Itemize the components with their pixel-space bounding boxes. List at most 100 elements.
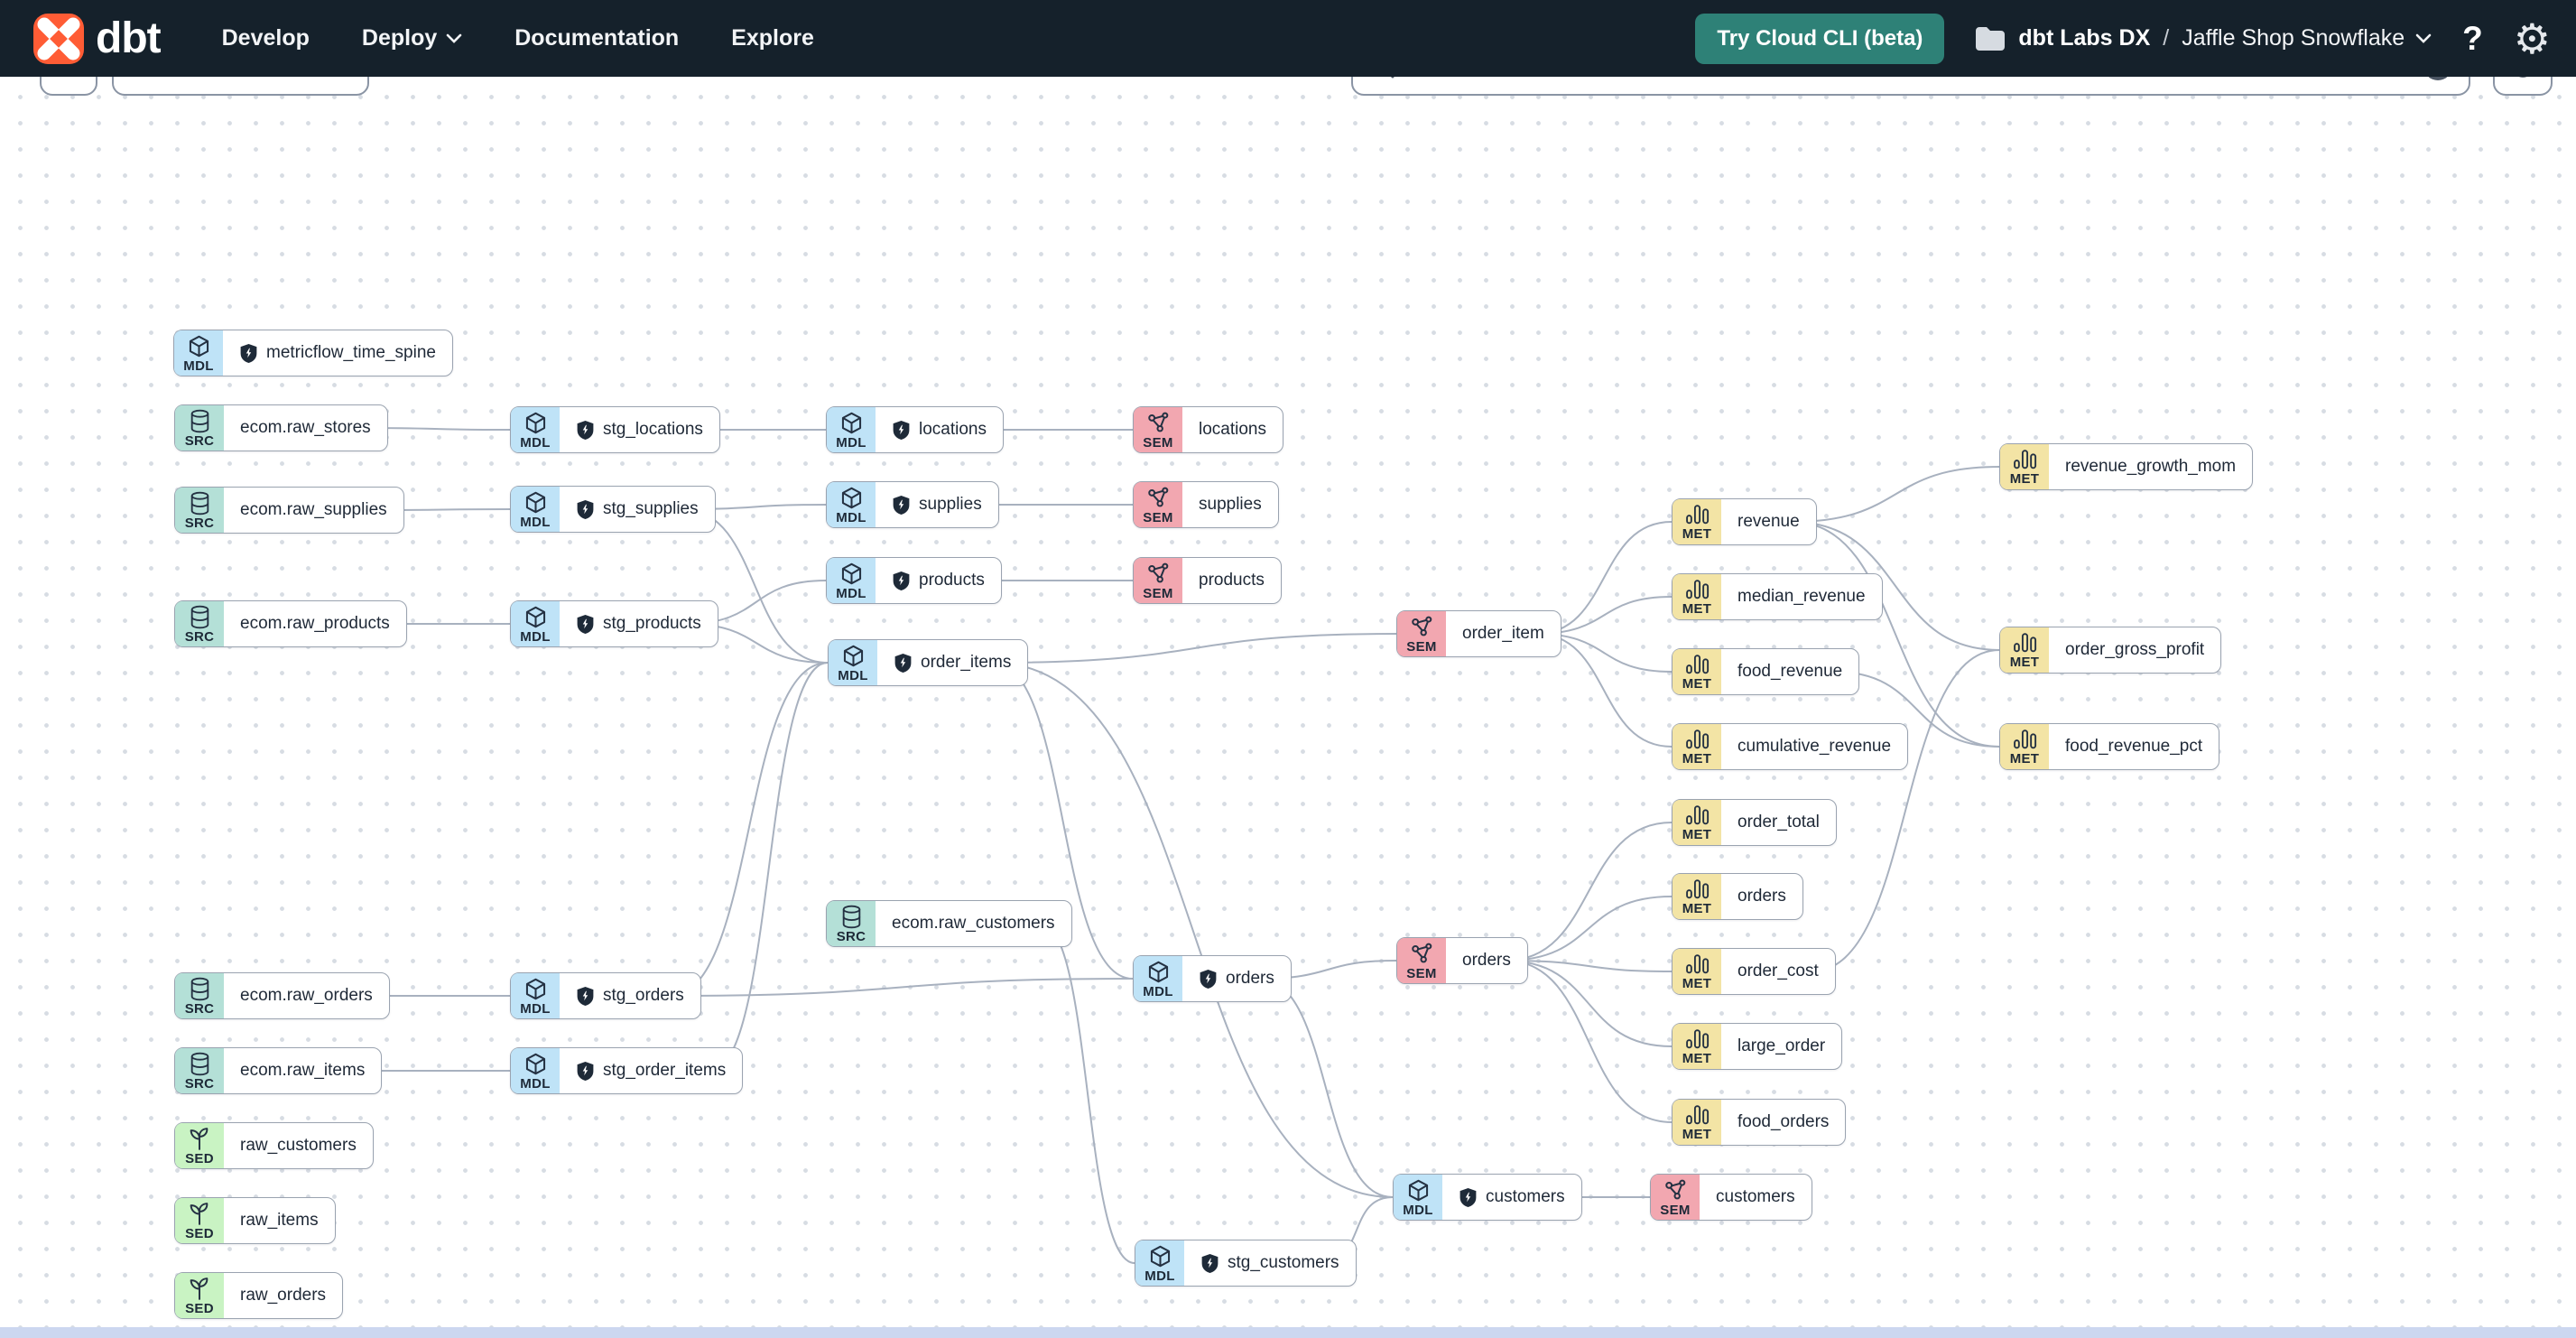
metric-bars-icon [1685,952,1710,976]
dbt-logo[interactable]: dbt [32,13,162,65]
help-icon[interactable]: ? [2462,19,2483,57]
edge-mdl_stg_order_items-to-mdl_order_items [709,662,829,1072]
metric-bars-icon [2013,631,2037,655]
node-type-badge: MDL [1394,1175,1442,1220]
shield-icon [892,420,911,441]
account-name[interactable]: dbt Labs DX [2018,25,2151,51]
project-selector[interactable]: Jaffle Shop Snowflake [2182,25,2432,51]
node-label-wrap: orders [1182,956,1291,1001]
node-type-badge: MET [1673,1100,1721,1145]
node-label-wrap: order_total [1721,800,1836,845]
graph-node-mdl_customers[interactable]: MDL customers [1393,1174,1582,1221]
edge-mdl_orders-to-mdl_customers [1258,978,1394,1198]
edge-met_revenue-to-met_food_revenue_pct [1791,521,2000,748]
edge-mdl_stg_orders-to-mdl_orders [669,978,1134,997]
graph-node-met_order_cost[interactable]: MET order_cost [1672,948,1836,995]
edge-sem_orders-to-met_food_orders [1505,960,1673,1123]
node-label: order_cost [1737,962,1819,980]
node-type-label: MDL [836,434,866,451]
node-label: supplies [919,495,982,514]
try-cloud-cli-button[interactable]: Try Cloud CLI (beta) [1695,13,1945,64]
source-database-icon [840,905,863,929]
node-type-badge: SED [175,1273,224,1318]
nav-item-develop[interactable]: Develop [221,25,310,51]
nav-item-documentation[interactable]: Documentation [514,25,680,51]
nav-item-explore[interactable]: Explore [731,25,814,51]
node-label: order_total [1737,813,1820,832]
node-type-badge: SRC [175,1048,224,1093]
chevron-down-icon [446,33,462,43]
model-cube-icon [839,562,864,586]
node-label-wrap: order_item [1446,611,1561,656]
shield-icon [239,343,258,364]
brand-wordmark: dbt [96,14,162,62]
nav-item-deploy[interactable]: Deploy [362,25,462,51]
edge-sem_orders-to-met_orders [1505,896,1673,962]
node-type-badge: MET [1673,949,1721,994]
node-label: ecom.raw_products [240,614,390,633]
node-type-badge: SEM [1397,611,1446,656]
node-type-badge: MDL [827,407,876,452]
node-label: customers [1486,1187,1565,1206]
node-type-label: SED [185,1150,214,1166]
node-type-badge: SEM [1134,558,1182,603]
node-type-label: MET [1682,901,1712,916]
node-type-badge: MET [2000,724,2049,769]
node-label-wrap: stg_orders [560,973,700,1018]
node-type-label: SRC [184,515,215,531]
graph-node-met_food_orders[interactable]: MET food_orders [1672,1099,1847,1146]
node-label: order_items [921,653,1012,672]
node-label: stg_order_items [603,1061,727,1080]
settings-gear-icon[interactable]: ⚙ [2513,14,2551,62]
node-label: stg_supplies [603,499,699,518]
node-type-label: MET [2009,751,2040,767]
node-label: ecom.raw_supplies [240,500,387,519]
breadcrumb-separator: / [2163,25,2170,51]
node-type-label: SEM [1143,509,1173,525]
node-label: food_orders [1737,1112,1830,1131]
node-type-badge: MET [2000,444,2049,489]
node-type-badge: MDL [511,601,560,646]
node-label-wrap: cumulative_revenue [1721,724,1907,769]
edge-sem_orders-to-met_order_total [1505,822,1673,962]
metric-bars-icon [1685,653,1710,676]
graph-node-src_raw_supplies[interactable]: SRC ecom.raw_supplies [174,487,404,534]
